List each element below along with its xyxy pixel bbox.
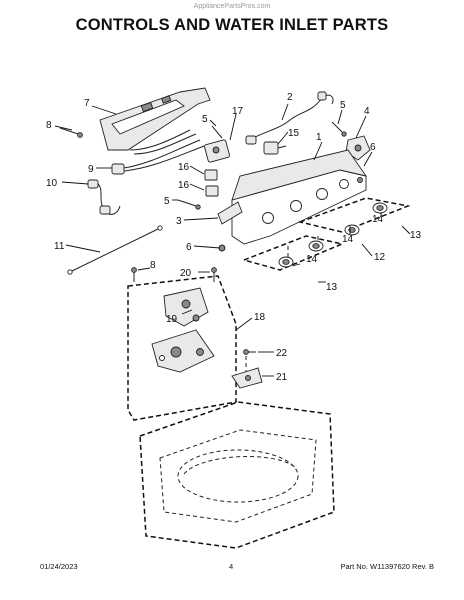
callout-5-upper: 5 — [202, 114, 208, 125]
callout-14-right: 14 — [372, 214, 384, 225]
wire-harness-9 — [111, 139, 205, 175]
callout-11: 11 — [54, 241, 65, 252]
callout-19: 19 — [166, 314, 178, 325]
callout-21: 21 — [276, 372, 288, 383]
pressure-switch-17 — [204, 139, 230, 163]
inlet-box — [127, 275, 237, 421]
callout-5-mid: 5 — [164, 196, 170, 207]
callout-6-left: 6 — [186, 242, 192, 253]
clip-6-right — [357, 177, 363, 183]
screw-22 — [243, 349, 256, 355]
console-rear-cover — [99, 87, 211, 155]
callout-7: 7 — [84, 98, 90, 109]
inlet-valve-19 — [163, 287, 209, 327]
footer-part-number: Part No. W11397620 Rev. B — [340, 562, 434, 571]
screw-20 — [211, 267, 217, 282]
screw-8-lower — [131, 267, 137, 282]
screw-5-right — [331, 121, 347, 137]
console-panel — [231, 149, 368, 245]
callout-6-right: 6 — [370, 142, 376, 153]
screw-5-mid — [177, 199, 201, 210]
knobs-14 — [278, 202, 388, 268]
callout-4: 4 — [364, 106, 370, 117]
callout-10: 10 — [46, 178, 58, 189]
screw-5-upper — [211, 125, 223, 139]
callout-22: 22 — [276, 348, 288, 359]
screw-8-top — [59, 127, 83, 138]
callout-15: 15 — [288, 128, 300, 139]
knob-box-upper — [297, 197, 411, 233]
footer-page-number: 4 — [229, 562, 234, 571]
callout-17: 17 — [232, 106, 244, 117]
callout-1: 1 — [316, 132, 322, 143]
callout-2: 2 — [287, 92, 293, 103]
endcap-3 — [217, 201, 243, 225]
cabinet-top — [139, 401, 335, 549]
bracket-21 — [231, 367, 263, 389]
callout-20: 20 — [180, 268, 192, 279]
callout-14-mid: 14 — [342, 234, 354, 245]
wire-harness-2 — [245, 91, 334, 145]
callout-8-top: 8 — [46, 120, 52, 131]
callout-9: 9 — [88, 164, 94, 175]
callout-3: 3 — [176, 216, 182, 227]
callout-12: 12 — [374, 252, 386, 263]
callout-5-right: 5 — [340, 100, 346, 111]
callout-8-lower: 8 — [150, 260, 156, 271]
knob-box-lower — [241, 235, 345, 271]
inlet-assembly-lower — [151, 329, 215, 373]
switches-16 — [204, 169, 219, 197]
callout-16-upper: 16 — [178, 162, 190, 173]
callout-14-left: 14 — [306, 254, 318, 265]
callout-13-bottom: 13 — [326, 282, 338, 293]
callout-18: 18 — [254, 312, 266, 323]
wire-11 — [67, 225, 163, 275]
footer-date: 01/24/2023 — [40, 562, 78, 571]
knob-assembly-4 — [345, 135, 371, 161]
switch-15 — [263, 141, 287, 155]
callout-16-lower: 16 — [178, 180, 190, 191]
callout-13-right: 13 — [410, 230, 422, 241]
page-title: CONTROLS AND WATER INLET PARTS — [75, 16, 389, 34]
leader-lines — [54, 103, 411, 377]
watermark: AppliancePartsPros.com — [193, 3, 271, 10]
wire-harness-10 — [87, 179, 121, 215]
